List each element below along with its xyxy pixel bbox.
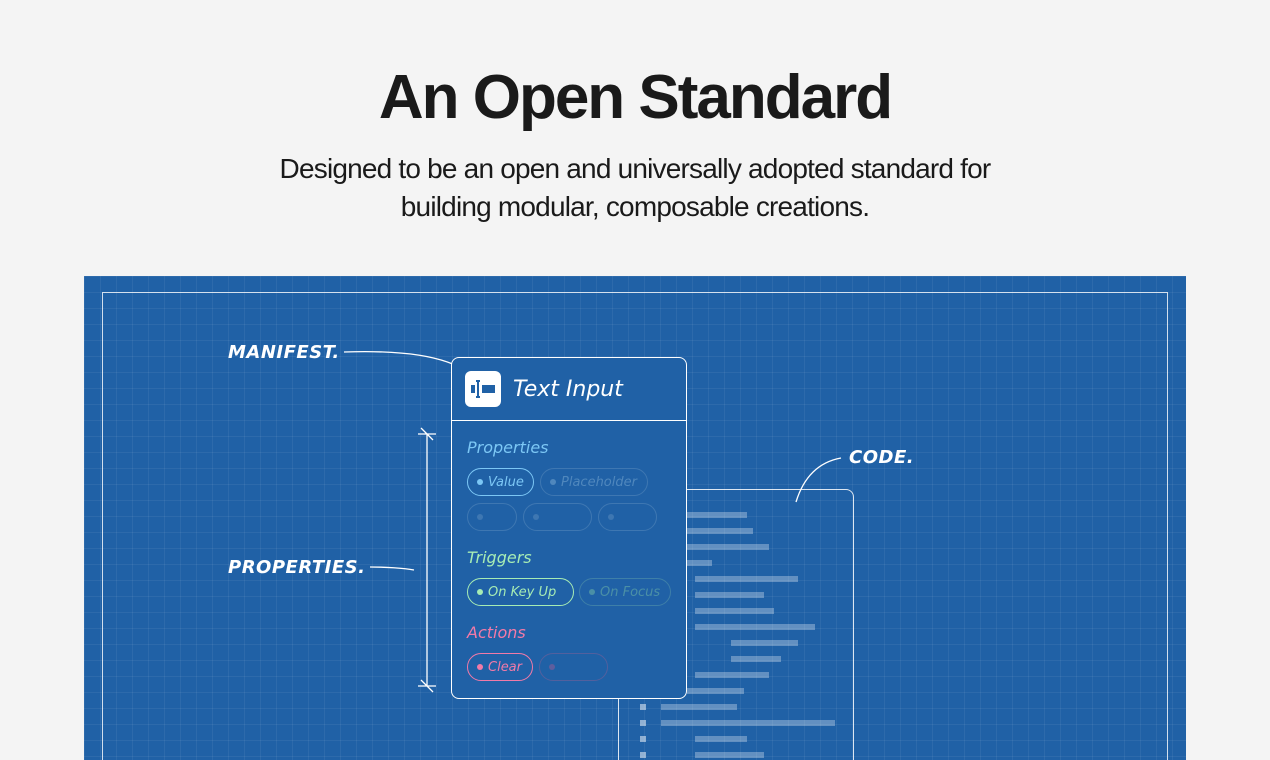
code-line [687, 512, 747, 518]
property-pill-placeholder[interactable]: Placeholder [540, 468, 648, 496]
code-line-marker [640, 720, 646, 726]
trigger-pill-on-key-up[interactable]: On Key Up [467, 578, 574, 606]
blueprint-illustration: MANIFEST. PROPERTIES. CODE. Text Input P… [84, 276, 1186, 760]
pill-label: On Focus [600, 584, 661, 600]
property-pill-empty[interactable] [598, 503, 657, 531]
code-line [687, 544, 769, 550]
code-line [731, 656, 781, 662]
code-line [687, 528, 753, 534]
action-pill-empty[interactable] [539, 653, 608, 681]
properties-annotation: PROPERTIES. [228, 557, 366, 578]
pill-label: Clear [488, 659, 522, 675]
triggers-heading: Triggers [467, 548, 532, 567]
card-header: Text Input [452, 358, 686, 421]
code-line [695, 672, 769, 678]
card-title: Text Input [513, 376, 623, 402]
code-line-marker [640, 704, 646, 710]
code-line [661, 704, 737, 710]
code-line [695, 576, 798, 582]
action-pill-clear[interactable]: Clear [467, 653, 533, 681]
pill-label: Value [488, 474, 524, 490]
trigger-pill-on-focus[interactable]: On Focus [579, 578, 671, 606]
code-line [695, 736, 747, 742]
page-title: An Open Standard [378, 63, 893, 132]
text-input-icon [465, 371, 501, 407]
code-line [687, 688, 744, 694]
code-line [661, 720, 835, 726]
pill-label: On Key Up [488, 584, 557, 600]
subtitle-line-2: building modular, composable creations. [400, 191, 870, 222]
code-annotation: CODE. [849, 447, 915, 468]
pill-label: Placeholder [561, 474, 637, 490]
manifest-card: Text Input Properties Value Placeholder … [451, 357, 687, 699]
code-line [695, 608, 774, 614]
code-line [731, 640, 798, 646]
manifest-annotation: MANIFEST. [228, 342, 340, 363]
page-subtitle: Designed to be an open and universally a… [235, 150, 1035, 226]
code-line [695, 624, 815, 630]
code-line [695, 592, 764, 598]
actions-heading: Actions [467, 623, 526, 642]
code-line-marker [640, 736, 646, 742]
property-pill-empty[interactable] [523, 503, 592, 531]
property-pill-value[interactable]: Value [467, 468, 534, 496]
properties-heading: Properties [467, 438, 549, 457]
code-line-marker [640, 752, 646, 758]
blueprint-frame [102, 292, 1168, 760]
code-line [687, 560, 712, 566]
code-panel [618, 489, 854, 760]
subtitle-line-1: Designed to be an open and universally a… [279, 153, 992, 184]
code-line [695, 752, 764, 758]
property-pill-empty[interactable] [467, 503, 517, 531]
